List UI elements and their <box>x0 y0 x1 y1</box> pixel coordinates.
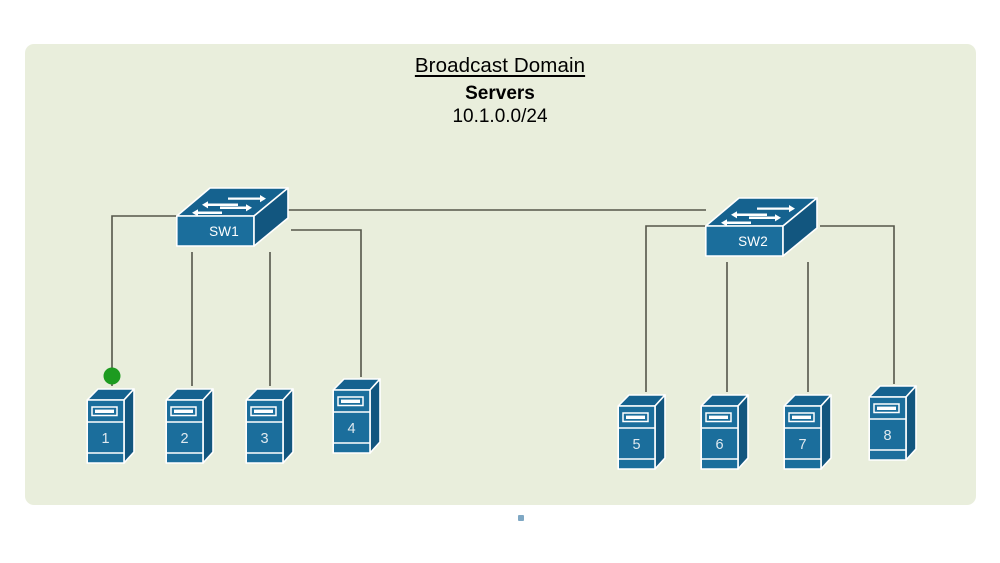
server-node-1[interactable]: 1 <box>86 386 136 468</box>
server-label: 2 <box>180 431 189 447</box>
server-node-7[interactable]: 7 <box>783 392 833 474</box>
server-node-5[interactable]: 5 <box>617 392 667 474</box>
network-address-label: 10.1.0.0/24 <box>452 105 548 127</box>
page-subtitle: Servers <box>465 82 535 104</box>
switch-sw1[interactable]: SW1 <box>176 186 294 258</box>
switch-icon <box>176 187 289 247</box>
slide-handle-dot <box>518 515 524 521</box>
server-icon <box>245 388 294 464</box>
server-icon <box>332 378 381 454</box>
server-label: 4 <box>347 421 356 437</box>
server-icon <box>86 388 135 464</box>
switch-arrows-icon <box>192 195 266 217</box>
server-icon <box>617 394 666 470</box>
server-icon <box>783 394 832 470</box>
server-icon <box>700 394 749 470</box>
switch-arrows-icon <box>721 205 795 227</box>
page-title: Broadcast Domain <box>414 54 586 77</box>
server-node-2[interactable]: 2 <box>165 386 215 468</box>
switch-icon <box>705 197 818 257</box>
server-label: 7 <box>798 437 807 453</box>
server-label: 8 <box>883 428 892 444</box>
switch-label: SW1 <box>209 224 239 239</box>
server-label: 5 <box>632 437 641 453</box>
server-node-4[interactable]: 4 <box>332 376 382 458</box>
server-icon <box>165 388 214 464</box>
server-node-3[interactable]: 3 <box>245 386 295 468</box>
switch-label: SW2 <box>738 234 768 249</box>
server-label: 6 <box>715 437 724 453</box>
diagram-title-block: Broadcast Domain Servers 10.1.0.0/24 <box>0 54 1000 127</box>
server-label: 1 <box>101 431 110 447</box>
server-label: 3 <box>260 431 269 447</box>
server-icon <box>868 385 917 461</box>
server-node-8[interactable]: 8 <box>868 383 918 465</box>
switch-sw2[interactable]: SW2 <box>705 196 823 268</box>
server-node-6[interactable]: 6 <box>700 392 750 474</box>
